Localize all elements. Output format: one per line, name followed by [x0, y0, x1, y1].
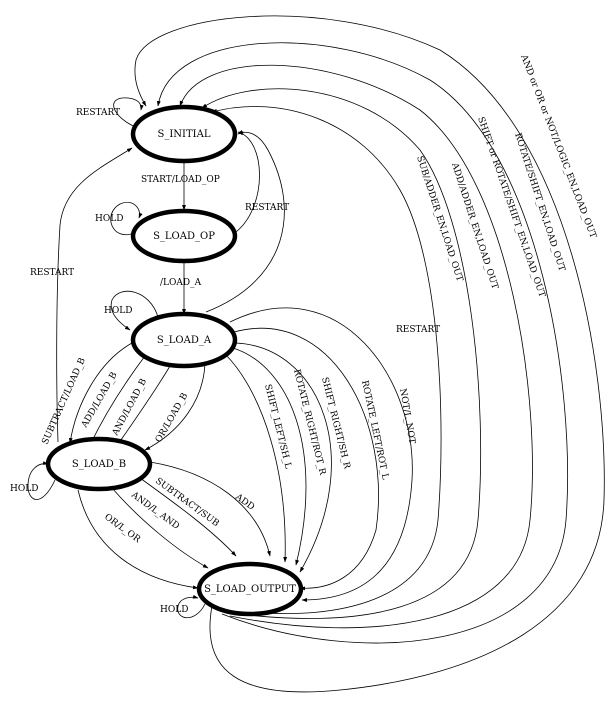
label-add-load-b: ADD/LOAD_B	[79, 370, 119, 430]
label-rotate-left: ROTATE_LEFT/ROT_L	[359, 380, 390, 481]
edge-load-a-to-initial-restart	[205, 129, 285, 313]
label-shift-right: SHIFT_RIGHT/SH_R	[319, 376, 352, 470]
edge-out-to-initial-sub	[211, 106, 442, 615]
edge-b-to-out-or	[77, 489, 199, 590]
state-label: S_LOAD_B	[72, 459, 126, 470]
state-s-initial: S_INITIAL	[130, 104, 238, 164]
state-label: S_INITIAL	[158, 129, 211, 140]
label-not: NOT/L_NOT	[397, 388, 417, 445]
edges	[27, 15, 605, 693]
state-s-load-a: S_LOAD_A	[130, 311, 238, 369]
state-label: S_LOAD_OUTPUT	[204, 584, 296, 595]
edge-a-to-out-shr	[234, 342, 332, 573]
edge-out-to-initial-shift	[179, 64, 533, 629]
label-restart-load-op: RESTART	[245, 203, 289, 213]
edge-out-to-initial-add	[201, 88, 482, 619]
edge-a-to-b-or	[144, 361, 206, 451]
state-s-load-op: S_LOAD_OP	[130, 208, 238, 264]
label-restart-load-b: RESTART	[30, 268, 74, 278]
edge-out-to-initial-logic	[134, 15, 605, 693]
label-restart-self-initial: RESTART	[76, 108, 120, 118]
label-start-load-op: START/LOAD_OP	[141, 175, 220, 185]
label-load-a: /LOAD_A	[160, 278, 202, 288]
state-label: S_LOAD_A	[157, 335, 212, 346]
state-s-load-b: S_LOAD_B	[45, 436, 153, 492]
edge-load-b-self	[27, 461, 56, 500]
label-hold-load-op: HOLD	[95, 214, 123, 224]
edge-initial-self	[113, 97, 144, 129]
label-hold-load-output: HOLD	[160, 605, 188, 615]
edge-a-to-b-subtract	[68, 342, 133, 444]
edge-b-to-out-sub	[139, 477, 237, 557]
label-add: ADD	[232, 492, 256, 513]
edge-a-to-out-shl	[225, 354, 288, 563]
edge-b-to-out-add	[149, 461, 271, 557]
label-hold-load-b: HOLD	[10, 484, 38, 494]
edge-a-to-out-rotr	[232, 347, 307, 566]
edge-a-to-out-not	[229, 307, 413, 602]
state-label: S_LOAD_OP	[153, 231, 215, 242]
edge-out-to-initial-rotate	[156, 42, 568, 644]
edge-load-output-self	[177, 594, 206, 619]
edge-load-op-to-initial-restart	[235, 131, 260, 233]
edge-load-op-self	[110, 202, 143, 236]
label-restart-load-a: RESTART	[396, 325, 440, 335]
edge-b-to-out-and	[111, 487, 209, 569]
label-subtract-load-b: SUBTRACT/LOAD_B	[41, 356, 88, 446]
edge-load-a-self	[110, 290, 159, 331]
edge-load-b-to-initial-restart	[56, 147, 133, 443]
state-s-load-output: S_LOAD_OUTPUT	[196, 561, 304, 617]
label-hold-load-a: HOLD	[104, 306, 132, 316]
edge-labels: RESTART START/LOAD_OP HOLD RESTART /LOAD…	[10, 53, 598, 615]
edge-a-to-b-add	[89, 355, 146, 446]
label-or-or: OR/L_OR	[102, 512, 142, 545]
edge-a-to-out-rotl	[233, 327, 379, 591]
